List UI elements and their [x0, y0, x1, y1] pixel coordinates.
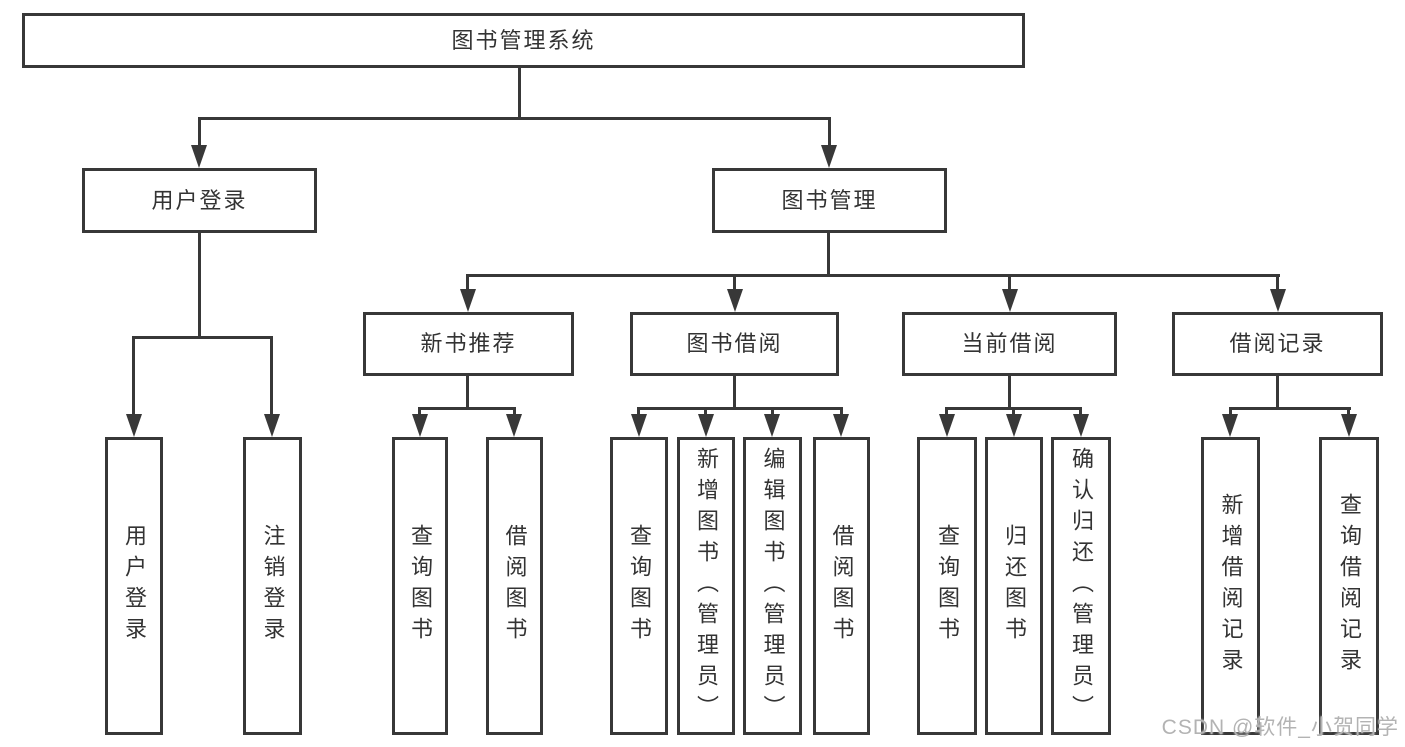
leaf-label: 编辑图书（管理员） [760, 446, 786, 726]
connector [1012, 407, 1015, 419]
arrowhead-down-icon [821, 145, 837, 168]
node-new-book-recommend: 新书推荐 [363, 312, 574, 376]
connector [132, 336, 135, 416]
connector [828, 117, 831, 147]
connector [945, 407, 948, 419]
leaf-borrow-books: 借阅图书 [813, 437, 870, 735]
connector [1229, 407, 1232, 419]
arrowhead-down-icon [264, 414, 280, 437]
leaf-add-borrow-record: 新增借阅记录 [1201, 437, 1260, 735]
arrowhead-down-icon [1073, 414, 1089, 437]
leaf-return-book: 归还图书 [985, 437, 1043, 735]
leaf-label: 用户登录 [122, 524, 147, 648]
leaf-label: 查询借阅记录 [1337, 493, 1362, 679]
node-book-management: 图书管理 [712, 168, 947, 233]
leaf-confirm-return-admin: 确认归还（管理员） [1051, 437, 1111, 735]
leaf-label: 查询图书 [408, 524, 433, 648]
node-label: 图书借阅 [686, 331, 783, 356]
arrowhead-down-icon [939, 414, 955, 437]
leaf-logout: 注销登录 [243, 437, 302, 735]
connector [827, 233, 830, 274]
leaf-label: 查询图书 [627, 524, 652, 648]
connector [1229, 407, 1351, 410]
arrowhead-down-icon [1270, 289, 1286, 312]
connector [518, 68, 521, 117]
leaf-user-login: 用户登录 [105, 437, 163, 735]
node-borrowing-records: 借阅记录 [1172, 312, 1383, 376]
watermark: CSDN @软件_小贺同学 [1161, 716, 1399, 739]
connector [198, 233, 201, 336]
leaf-label: 查询图书 [935, 524, 960, 648]
arrowhead-down-icon [833, 414, 849, 437]
node-label: 图书管理系统 [451, 27, 596, 53]
arrowhead-down-icon [1006, 414, 1022, 437]
connector [513, 407, 516, 419]
leaf-label: 新增借阅记录 [1218, 493, 1244, 679]
arrowhead-down-icon [631, 414, 647, 437]
connector [1347, 407, 1350, 419]
node-label: 当前借阅 [961, 331, 1058, 356]
node-label: 图书管理 [781, 187, 878, 213]
connector [418, 407, 421, 419]
leaf-query-books-borrowing: 查询图书 [610, 437, 668, 735]
connector [840, 407, 843, 419]
leaf-label: 借阅图书 [502, 524, 528, 648]
node-current-borrowing: 当前借阅 [902, 312, 1117, 376]
connector [198, 117, 201, 147]
leaf-query-books-current: 查询图书 [917, 437, 977, 735]
arrowhead-down-icon [506, 414, 522, 437]
node-label: 新书推荐 [420, 331, 517, 356]
leaf-label: 归还图书 [1002, 524, 1027, 648]
arrowhead-down-icon [1002, 289, 1018, 312]
arrowhead-down-icon [1222, 414, 1238, 437]
connector [733, 274, 736, 292]
connector [1276, 376, 1279, 407]
leaf-query-borrow-record: 查询借阅记录 [1319, 437, 1379, 735]
arrowhead-down-icon [764, 414, 780, 437]
arrowhead-down-icon [698, 414, 714, 437]
leaf-label: 借阅图书 [829, 524, 855, 648]
connector [466, 376, 469, 407]
arrowhead-down-icon [126, 414, 142, 437]
connector [270, 336, 273, 416]
leaf-label: 确认归还（管理员） [1069, 446, 1094, 726]
connector [637, 407, 640, 419]
arrowhead-down-icon [412, 414, 428, 437]
node-root-library-system: 图书管理系统 [22, 13, 1025, 68]
connector [466, 274, 1280, 277]
connector [1008, 376, 1011, 407]
arrowhead-down-icon [1341, 414, 1357, 437]
connector [771, 407, 774, 419]
connector [1079, 407, 1082, 419]
connector [704, 407, 707, 419]
leaf-label: 注销登录 [260, 524, 286, 648]
leaf-borrow-books-recommend: 借阅图书 [486, 437, 543, 735]
node-label: 用户登录 [151, 187, 248, 213]
connector [1008, 274, 1011, 292]
connector [466, 274, 469, 292]
node-user-login: 用户登录 [82, 168, 317, 233]
connector [418, 407, 516, 410]
node-book-borrowing: 图书借阅 [630, 312, 839, 376]
arrowhead-down-icon [191, 145, 207, 168]
node-label: 借阅记录 [1229, 331, 1326, 356]
leaf-query-books-recommend: 查询图书 [392, 437, 448, 735]
leaf-add-book-admin: 新增图书（管理员） [677, 437, 735, 735]
arrowhead-down-icon [727, 289, 743, 312]
connector [1276, 274, 1279, 292]
leaf-label: 新增图书（管理员） [694, 446, 719, 726]
connector [198, 117, 831, 120]
connector [733, 376, 736, 407]
leaf-edit-book-admin: 编辑图书（管理员） [743, 437, 802, 735]
arrowhead-down-icon [460, 289, 476, 312]
connector [637, 407, 843, 410]
connector [132, 336, 273, 339]
